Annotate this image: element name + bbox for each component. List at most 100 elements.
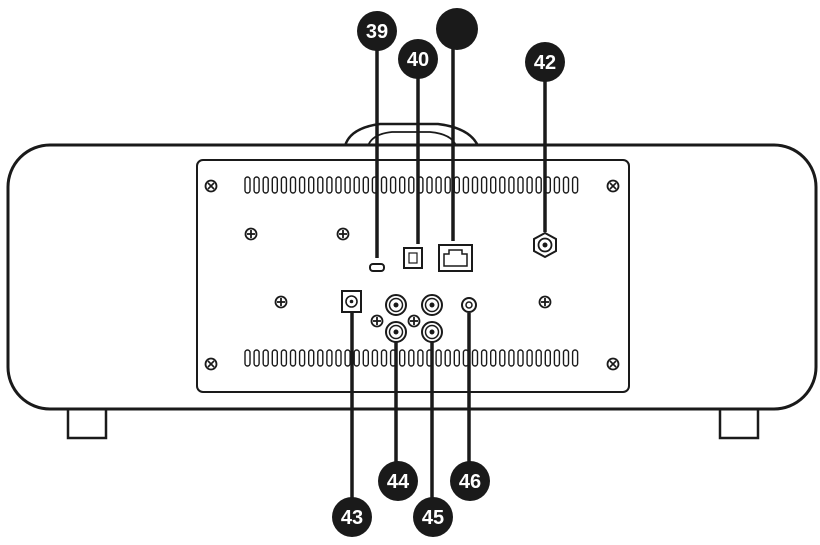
vent-slot xyxy=(262,176,269,194)
screw xyxy=(204,179,218,193)
callout-46: 46 xyxy=(450,461,490,501)
vent-slot xyxy=(362,349,369,367)
screws xyxy=(204,179,620,371)
vent-slot xyxy=(289,176,297,194)
vent-slot xyxy=(480,349,488,367)
vent-slot xyxy=(562,349,570,367)
vent-slot xyxy=(253,176,260,194)
vent-slot xyxy=(417,349,424,367)
callout-41 xyxy=(436,8,478,50)
vent-slot xyxy=(499,349,506,367)
top-handle xyxy=(343,122,480,147)
vent-slot xyxy=(244,349,251,367)
vent-row-bottom xyxy=(244,349,579,367)
vent-slot xyxy=(526,349,533,367)
dc-power-input xyxy=(341,290,362,313)
vent-slot xyxy=(399,176,406,194)
vent-slot xyxy=(508,349,515,367)
vent-slot xyxy=(289,349,297,367)
rca-jack xyxy=(421,294,443,316)
vent-slot xyxy=(535,176,542,194)
vent-slot xyxy=(517,176,524,194)
vent-slot xyxy=(562,176,570,194)
screw xyxy=(538,295,552,309)
vent-slot xyxy=(353,349,360,367)
optical-input-port xyxy=(403,247,423,269)
vent-slot xyxy=(490,176,497,194)
back-plate xyxy=(196,159,630,393)
vent-row-top xyxy=(244,176,579,194)
vent-slot xyxy=(453,349,460,367)
callout-43-label: 43 xyxy=(341,507,363,529)
vent-slot xyxy=(471,176,479,194)
vent-slot xyxy=(408,349,415,367)
vent-slot xyxy=(253,349,260,367)
rca-jack xyxy=(421,321,443,343)
headphone-jack xyxy=(461,297,477,313)
vent-slot xyxy=(344,176,351,194)
callout-42: 42 xyxy=(525,42,565,82)
callout-39-label: 39 xyxy=(366,21,388,43)
vent-slot xyxy=(480,176,488,194)
vent-slot xyxy=(308,349,315,367)
antenna-connector xyxy=(533,231,557,259)
screw xyxy=(606,179,620,193)
vent-slot xyxy=(408,176,415,194)
vent-slot xyxy=(444,176,451,194)
vent-slot xyxy=(453,176,460,194)
vent-slot xyxy=(462,176,470,194)
screw xyxy=(606,357,620,371)
vent-slot xyxy=(326,349,333,367)
vent-slot xyxy=(353,176,360,194)
vent-slot xyxy=(362,176,369,194)
vent-slot xyxy=(380,176,388,194)
callout-45-label: 45 xyxy=(422,507,444,529)
vent-slot xyxy=(371,349,379,367)
rca-jack xyxy=(385,294,407,316)
vent-slot xyxy=(544,349,551,367)
vent-slot xyxy=(499,176,506,194)
screw xyxy=(274,295,288,309)
callout-45: 45 xyxy=(413,497,453,537)
screw xyxy=(244,227,258,241)
vent-slot xyxy=(344,349,351,367)
vent-slot xyxy=(526,176,533,194)
vent-slot xyxy=(326,176,333,194)
screw xyxy=(370,314,384,328)
callout-44-label: 44 xyxy=(387,471,410,493)
vent-slot xyxy=(490,349,497,367)
vent-slot xyxy=(517,349,524,367)
screw xyxy=(204,357,218,371)
vent-slot xyxy=(262,349,269,367)
callout-39: 39 xyxy=(357,11,397,51)
callout-44: 44 xyxy=(378,461,418,501)
vent-slot xyxy=(426,176,433,194)
vent-slot xyxy=(280,176,288,194)
rca-jack xyxy=(385,321,407,343)
rca-jacks xyxy=(385,294,443,343)
screw xyxy=(407,314,421,328)
vent-slot xyxy=(380,349,388,367)
ethernet-port xyxy=(438,244,473,272)
usb-c-port xyxy=(369,263,385,272)
callout-40-label: 40 xyxy=(407,49,429,71)
vent-slot xyxy=(435,349,442,367)
vent-slot xyxy=(280,349,288,367)
callout-43: 43 xyxy=(332,497,372,537)
vent-slot xyxy=(271,349,278,367)
vent-slot xyxy=(298,349,306,367)
callout-40: 40 xyxy=(398,39,438,79)
callout-46-label: 46 xyxy=(459,471,481,493)
vent-slot xyxy=(271,176,278,194)
vent-slot xyxy=(399,349,406,367)
vent-slot xyxy=(298,176,306,194)
vent-slot xyxy=(308,176,315,194)
vent-slot xyxy=(535,349,542,367)
vent-slot xyxy=(244,176,251,194)
vent-slot xyxy=(317,349,324,367)
leader-lines xyxy=(350,40,547,500)
vent-slot xyxy=(553,349,561,367)
vent-slot xyxy=(389,176,397,194)
